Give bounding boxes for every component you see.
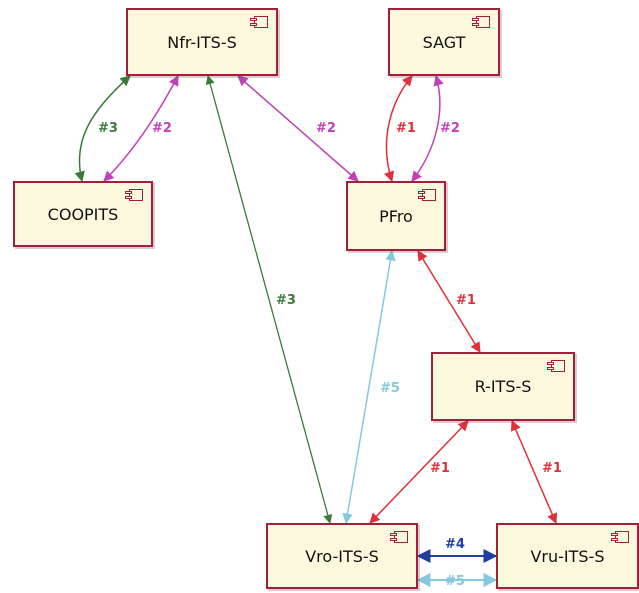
label-nfr-coopits-2: #2 [152,121,172,136]
node-vru-its-s-label: Vru-ITS-S [530,546,605,566]
node-coopits[interactable]: COOPITS [13,181,153,247]
uml-component-icon [390,531,408,543]
uml-component-icon [418,189,436,201]
label-sagt-pfro-2: #2 [440,121,460,136]
label-sagt-pfro-1: #1 [396,121,416,136]
label-rits-vru-1: #1 [542,461,562,476]
node-nfr-its-s[interactable]: Nfr-ITS-S [126,8,278,76]
edge-pfro-rits-1 [417,250,481,353]
edge-sagt-pfro-2 [411,74,444,182]
node-sagt[interactable]: SAGT [388,8,500,76]
label-pfro-rits-1: #1 [456,293,476,308]
label-vro-vru-5: #5 [445,574,465,589]
edge-rits-vro-1 [369,420,469,524]
uml-component-icon [611,531,629,543]
label-nfr-vro-3: #3 [276,293,296,308]
node-coopits-label: COOPITS [47,204,119,224]
edge-sagt-pfro-1 [384,75,413,182]
uml-component-icon [472,16,490,28]
edge-nfr-coopits-2 [103,75,179,182]
uml-component-icon [125,189,143,201]
label-nfr-coopits-3: #3 [98,121,118,136]
node-vro-its-s-label: Vro-ITS-S [305,546,379,566]
label-pfro-vro-5: #5 [380,381,400,396]
uml-component-icon [250,16,268,28]
edge-nfr-pfro-2 [237,75,359,182]
node-nfr-its-s-label: Nfr-ITS-S [167,32,237,52]
node-vru-its-s[interactable]: Vru-ITS-S [496,523,639,589]
node-pfro-label: PFro [379,206,413,226]
edge-rits-vru-1 [510,420,558,524]
node-sagt-label: SAGT [422,32,466,52]
uml-component-icon [547,360,565,372]
node-pfro[interactable]: PFro [346,181,446,251]
edge-pfro-vro-5 [342,249,396,525]
node-r-its-s-label: R-ITS-S [474,377,532,396]
edge-nfr-vro-3 [205,75,333,524]
label-nfr-pfro-2: #2 [316,121,336,136]
node-vro-its-s[interactable]: Vro-ITS-S [266,523,418,589]
label-vro-vru-4: #4 [445,537,465,552]
label-rits-vro-1: #1 [430,461,450,476]
node-r-its-s[interactable]: R-ITS-S [431,352,575,421]
